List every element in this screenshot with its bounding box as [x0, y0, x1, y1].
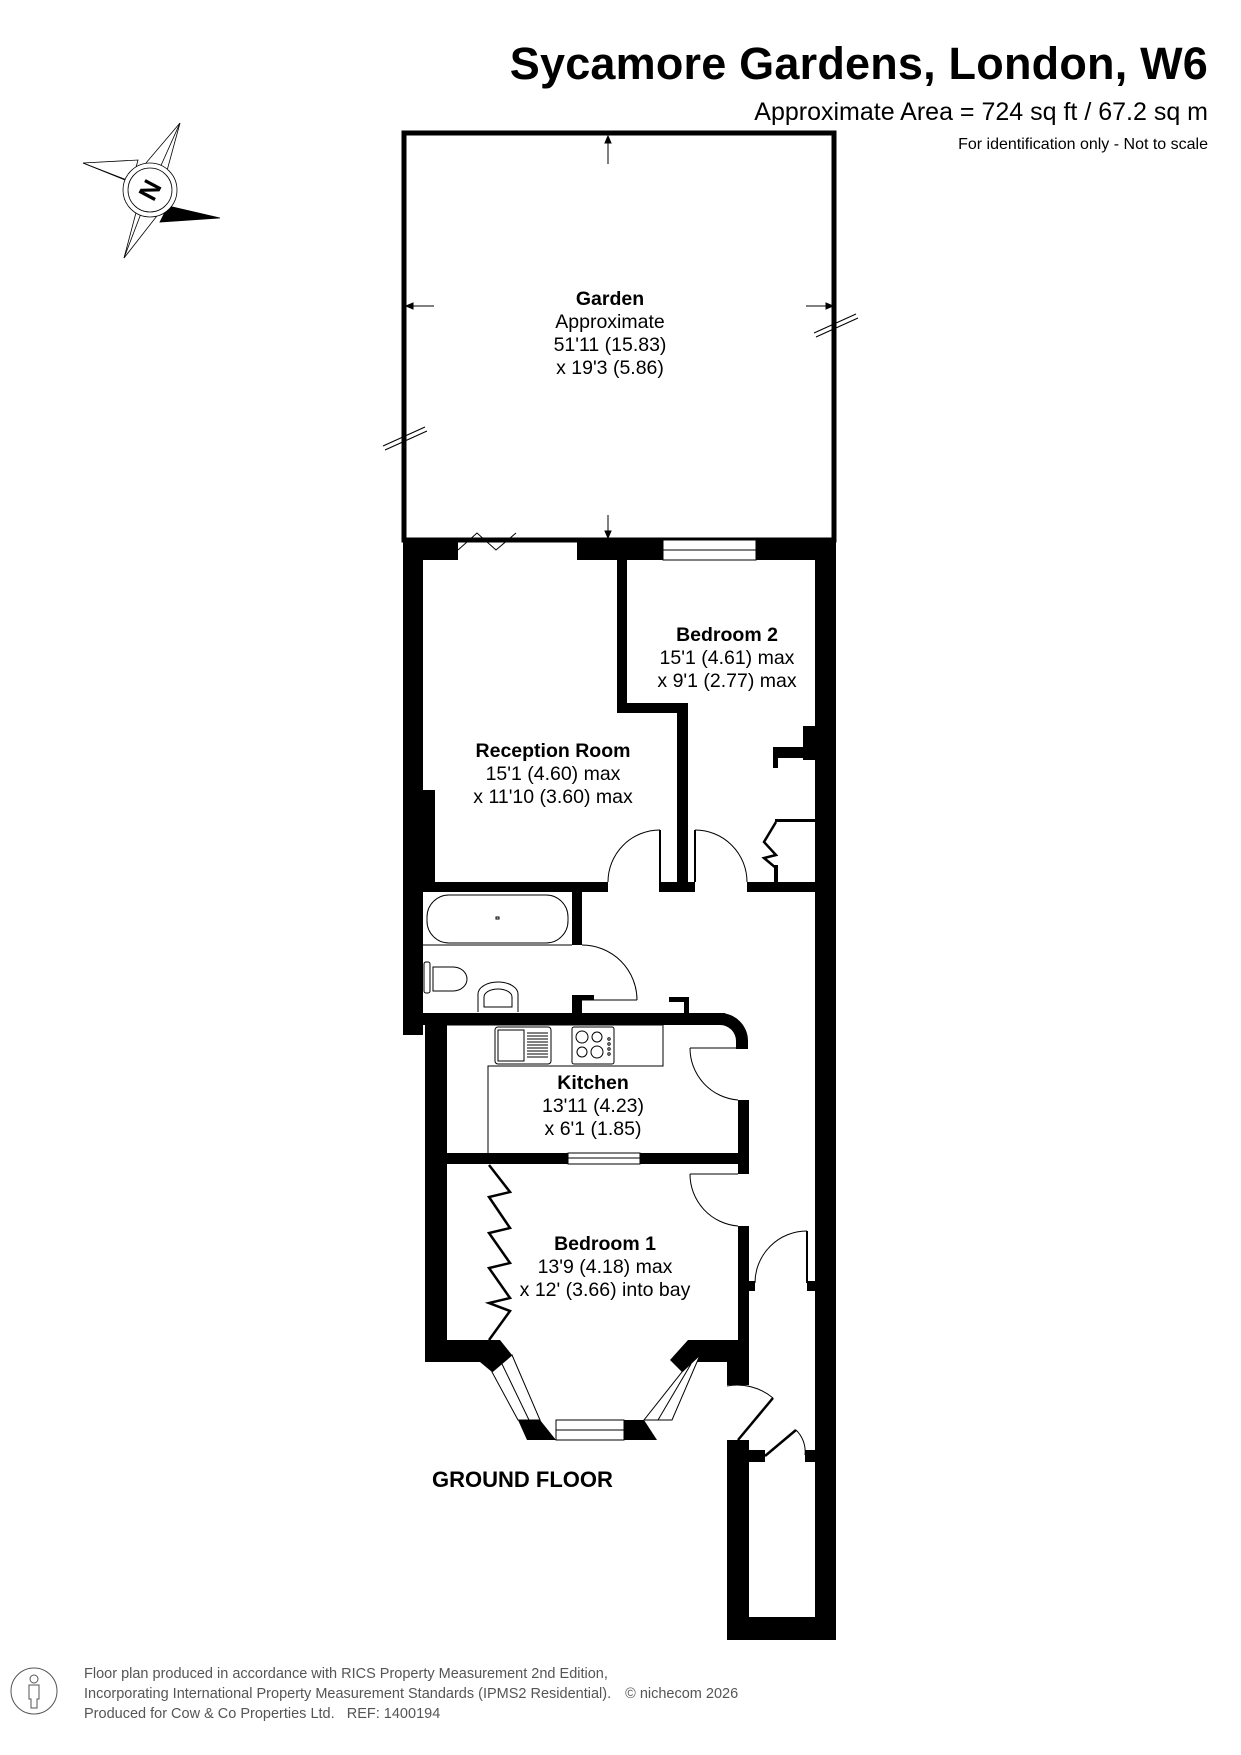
room-name: Garden	[575, 288, 645, 310]
room-dimension: 15'1 (4.61) max	[659, 647, 795, 669]
doors	[457, 532, 808, 1457]
footer-line-1: Floor plan produced in accordance with R…	[84, 1666, 608, 1682]
room-dimension: x 11'10 (3.60) max	[473, 786, 633, 808]
compass-north-icon: N	[82, 122, 221, 259]
produced-for: Produced for Cow & Co Properties Ltd.	[84, 1706, 335, 1722]
footer-ipms: Incorporating International Property Mea…	[84, 1686, 612, 1702]
room-dimension: x 12' (3.66) into bay	[519, 1279, 691, 1301]
room-note: Approximate	[555, 311, 665, 333]
page-title: Sycamore Gardens, London, W6	[509, 38, 1208, 89]
kitchen-fixtures	[447, 1024, 664, 1153]
floor-label: GROUND FLOOR	[432, 1467, 613, 1492]
person-icon	[10, 1667, 58, 1715]
windows	[491, 539, 757, 1441]
room-dimension: 13'11 (4.23)	[541, 1095, 645, 1117]
reference-number: REF: 1400194	[346, 1706, 441, 1722]
footer-line-2: Incorporating International Property Mea…	[84, 1684, 738, 1704]
footer-notes: Floor plan produced in accordance with R…	[84, 1664, 738, 1724]
drainer-icon	[527, 1032, 548, 1058]
toilet-bowl-icon	[432, 966, 468, 992]
room-dimension: 15'1 (4.60) max	[485, 763, 621, 785]
toilet-cistern-icon	[423, 961, 431, 994]
footer-line-3: Produced for Cow & Co Properties Ltd. RE…	[84, 1704, 738, 1724]
room-dimension: x 9'1 (2.77) max	[657, 670, 797, 692]
room-label-bedroom-2: Bedroom 2 15'1 (4.61) max x 9'1 (2.77) m…	[657, 624, 796, 693]
room-dimension: 51'11 (15.83)	[553, 334, 667, 356]
scale-disclaimer: For identification only - Not to scale	[958, 136, 1208, 153]
bath-icon	[426, 894, 569, 944]
walls	[403, 540, 836, 1640]
room-dimension: 13'9 (4.18) max	[537, 1256, 673, 1278]
sink-icon	[494, 1026, 552, 1065]
room-name: Reception Room	[475, 740, 631, 762]
bathroom-fixtures	[423, 894, 572, 1012]
basin-icon	[477, 981, 519, 1012]
area-summary: Approximate Area = 724 sq ft / 67.2 sq m	[754, 98, 1208, 126]
room-label-kitchen: Kitchen 13'11 (4.23) x 6'1 (1.85)	[542, 1072, 644, 1141]
room-dimension: x 6'1 (1.85)	[544, 1118, 642, 1140]
room-name: Bedroom 2	[676, 624, 778, 646]
room-label-garden: Garden Approximate 51'11 (15.83) x 19'3 …	[554, 288, 667, 380]
copyright: © nichecom 2026	[625, 1686, 739, 1702]
room-dimension: x 19'3 (5.86)	[556, 357, 664, 379]
hob-icon	[571, 1026, 615, 1065]
room-label-reception: Reception Room 15'1 (4.60) max x 11'10 (…	[473, 740, 632, 809]
garden-dimension-arrows	[404, 134, 835, 540]
room-label-bedroom-1: Bedroom 1 13'9 (4.18) max x 12' (3.66) i…	[520, 1233, 691, 1302]
boundary-break-marks	[382, 313, 859, 451]
room-name: Kitchen	[557, 1072, 629, 1094]
room-name: Bedroom 1	[554, 1233, 656, 1255]
